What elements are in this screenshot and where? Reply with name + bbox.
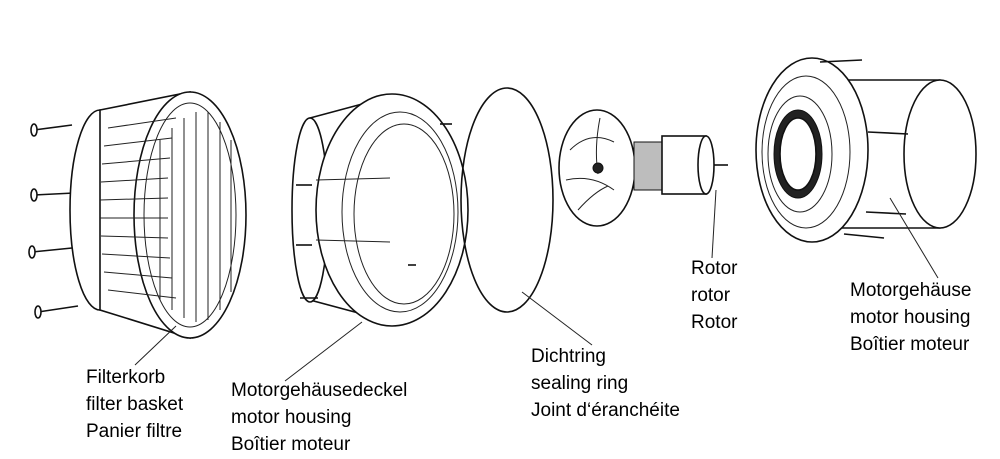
rotor	[558, 109, 728, 227]
screw	[30, 188, 75, 202]
sealing-ring	[460, 87, 554, 313]
leader-line-filter-basket	[134, 325, 177, 366]
label-french: Boîtier moteur	[231, 434, 351, 455]
label-sealing-ring: Dichtring sealing ring Joint d‘éranchéit…	[531, 343, 680, 424]
filter-basket	[69, 91, 247, 340]
leader-line-sealing-ring	[521, 291, 593, 346]
label-german: Rotor	[691, 258, 738, 279]
label-french: Panier filtre	[86, 421, 183, 442]
screw	[28, 245, 73, 259]
label-german: Dichtring	[531, 346, 606, 367]
label-english: sealing ring	[531, 373, 629, 394]
label-french: Joint d‘éranchéite	[531, 400, 680, 421]
label-filter-basket: Filterkorb filter basket Panier filtre	[86, 364, 183, 445]
leader-line-motor-housing	[889, 197, 939, 279]
screw	[30, 123, 73, 137]
label-motor-housing-cover: Motorgehäusedeckel motor housing Boîtier…	[231, 377, 407, 458]
label-motor-housing: Motorgehäuse motor housing Boîtier moteu…	[850, 277, 971, 358]
label-french: Boîtier moteur	[850, 334, 970, 355]
label-english: rotor	[691, 285, 731, 306]
label-rotor: Rotor rotor Rotor	[691, 255, 737, 336]
motor-housing-cover	[291, 93, 469, 327]
label-german: Motorgehäusedeckel	[231, 380, 408, 401]
filter-basket-screws	[28, 123, 79, 319]
label-german: Motorgehäuse	[850, 280, 972, 301]
label-english: motor housing	[850, 307, 971, 328]
motor-housing	[755, 57, 977, 243]
label-english: motor housing	[231, 407, 352, 428]
label-french: Rotor	[691, 312, 738, 333]
label-german: Filterkorb	[86, 367, 166, 388]
leader-line-housing-cover	[284, 321, 363, 382]
leader-lines	[134, 189, 939, 382]
screw	[34, 305, 79, 319]
leader-line-rotor	[711, 189, 717, 259]
label-english: filter basket	[86, 394, 184, 415]
